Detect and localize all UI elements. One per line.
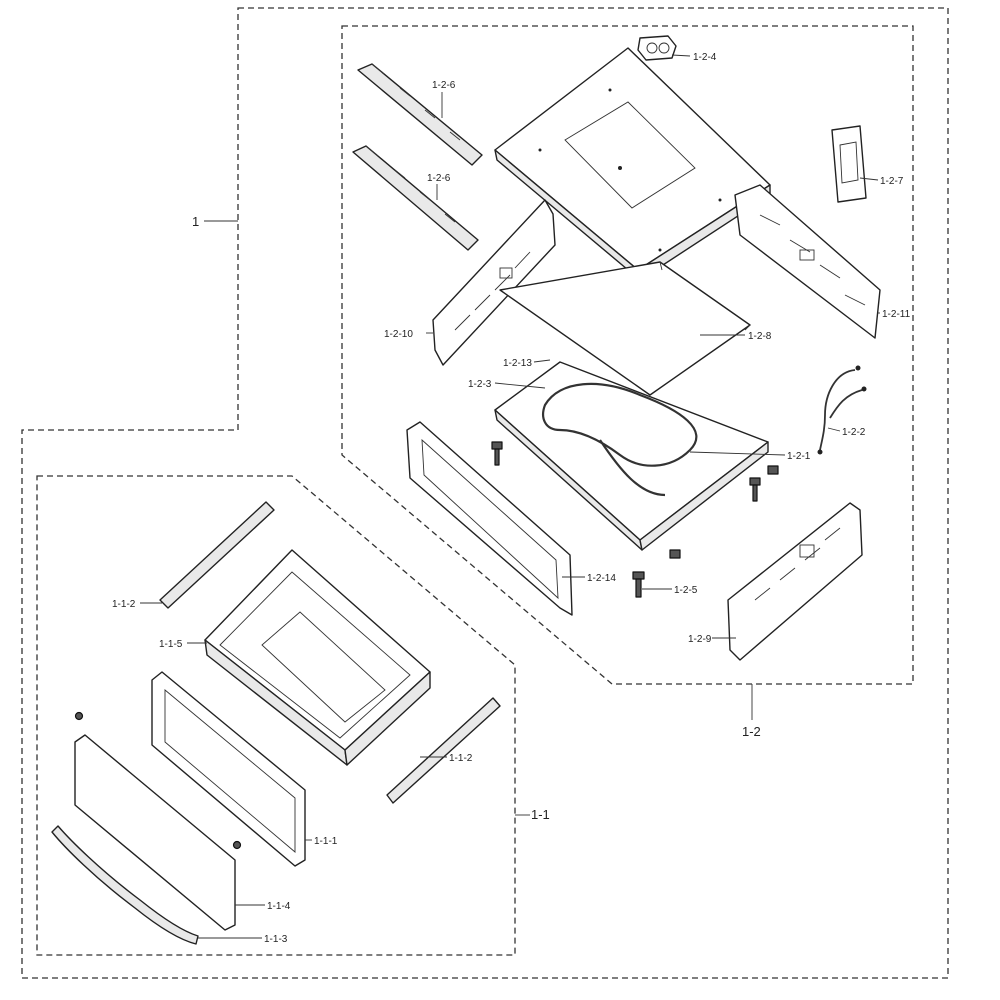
part-1-2-6-rail-upper <box>357 63 483 166</box>
part-label-1-1-2-right: 1-1-2 <box>449 753 473 764</box>
part-label-1-2-10: 1-2-10 <box>384 329 413 340</box>
part-label-1-2-4: 1-2-4 <box>693 52 717 63</box>
part-label-1-2-9: 1-2-9 <box>688 634 712 645</box>
part-label-1-2-6-upper: 1-2-6 <box>432 80 456 91</box>
part-1-2-8-sheet <box>499 261 751 396</box>
part-label-1-2-13: 1-2-13 <box>503 358 532 369</box>
part-label-1-2-6-lower: 1-2-6 <box>427 173 451 184</box>
group-label-1-2: 1-2 <box>742 724 761 739</box>
part-1-2-5-foot-b <box>749 477 761 502</box>
part-label-1-2-8: 1-2-8 <box>748 331 772 342</box>
part-label-1-2-14: 1-2-14 <box>587 573 616 584</box>
part-1-2-14-front-frame <box>406 421 573 616</box>
part-1-1-2-rail-left <box>159 501 275 609</box>
part-1-2-9-rear-panel <box>727 502 863 661</box>
part-clip-a <box>767 465 779 475</box>
part-1-2-2-wire <box>817 365 867 455</box>
part-knob-right <box>232 840 242 850</box>
part-1-1-4-drawer-front <box>74 734 236 931</box>
part-1-1-1-inner-front <box>151 671 306 867</box>
part-1-1-5-drawer-box <box>204 549 431 766</box>
group-1-1-boundary <box>36 475 516 956</box>
part-label-1-1-5: 1-1-5 <box>159 639 183 650</box>
part-label-1-2-5: 1-2-5 <box>674 585 698 596</box>
part-label-1-2-7: 1-2-7 <box>880 176 904 187</box>
part-1-1-3-handle <box>51 825 199 945</box>
part-1-2-11-right-panel <box>734 184 881 339</box>
part-label-1-1-4: 1-1-4 <box>267 901 291 912</box>
part-1-2-7-bracket <box>831 125 867 203</box>
part-1-2-5-foot-a <box>491 441 503 466</box>
part-1-2-5-foot-c <box>632 571 645 598</box>
group-label-1-1: 1-1 <box>531 807 550 822</box>
part-base-tray <box>494 361 769 551</box>
part-label-1-2-11: 1-2-11 <box>882 309 911 320</box>
part-1-2-10-left-panel <box>432 199 556 366</box>
group-1-2-boundary <box>341 25 914 685</box>
part-1-1-2-rail-right <box>386 697 501 804</box>
part-1-2-6-rail-lower <box>352 145 479 251</box>
part-label-1-1-1: 1-1-1 <box>314 836 338 847</box>
part-1-2-4-bracket <box>637 35 677 61</box>
part-label-1-2-3: 1-2-3 <box>468 379 492 390</box>
part-1-2-1-heater-element <box>542 382 698 497</box>
part-clip-b <box>669 549 681 559</box>
part-label-1-2-2: 1-2-2 <box>842 427 866 438</box>
part-label-1-1-2-left: 1-1-2 <box>112 599 136 610</box>
group-label-1: 1 <box>192 214 199 229</box>
part-label-1-2-1: 1-2-1 <box>787 451 811 462</box>
group-1-boundary <box>21 7 949 979</box>
part-label-1-1-3: 1-1-3 <box>264 934 288 945</box>
part-knob-left <box>74 711 84 721</box>
